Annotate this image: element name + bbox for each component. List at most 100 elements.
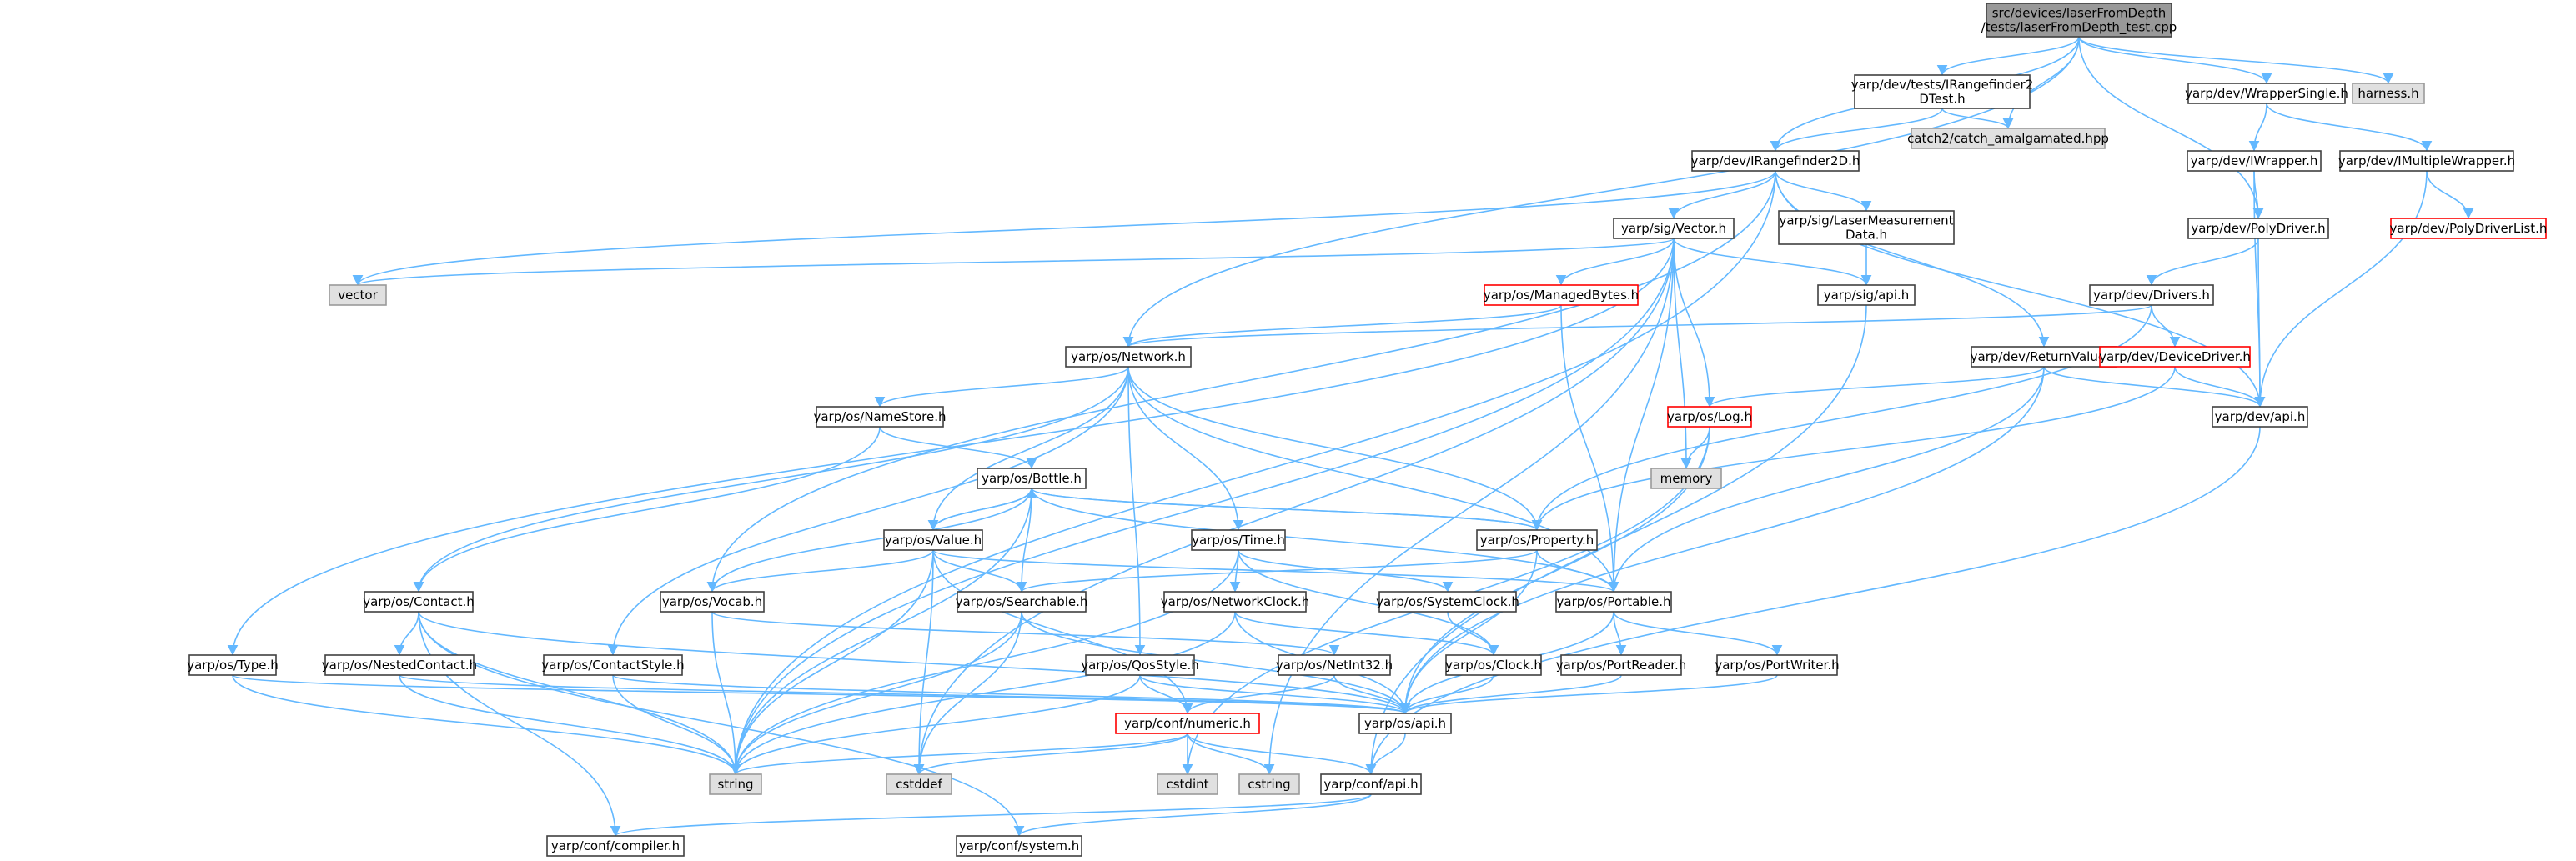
edge-managedbytes-to-portable [1560, 304, 1619, 593]
edge-contact-to-osapi [418, 611, 1411, 714]
edge-network-to-namestore [874, 366, 1129, 408]
edge-root-to-polydriver [2078, 36, 2264, 219]
node-portwriter[interactable]: yarp/os/PortWriter.h [1715, 654, 1840, 676]
node-qosstyle-label-line-0: yarp/os/QosStyle.h [1081, 658, 1199, 673]
node-network-box [1065, 346, 1192, 368]
node-returnvalue[interactable]: yarp/dev/ReturnValue.h [1971, 346, 2118, 368]
node-type-box [188, 654, 277, 676]
node-vocab[interactable]: yarp/os/Vocab.h [660, 591, 765, 613]
node-polydriver[interactable]: yarp/dev/PolyDriver.h [2187, 218, 2329, 239]
edge-network-to-time [1127, 366, 1244, 531]
edge-networkclock-to-string [730, 611, 1236, 775]
node-log[interactable]: yarp/os/Log.h [1667, 406, 1752, 428]
node-portable[interactable]: yarp/os/Portable.h [1555, 591, 1672, 613]
edge-network-to-contact [413, 366, 1129, 593]
node-searchable[interactable]: yarp/os/Searchable.h [956, 591, 1088, 613]
edge-returnvalue-to-portable [1608, 366, 2045, 593]
node-time[interactable]: yarp/os/Time.h [1191, 529, 1286, 551]
node-sigapi[interactable]: yarp/sig/api.h [1817, 284, 1916, 306]
node-netint32-label-line-0: yarp/os/NetInt32.h [1276, 658, 1393, 673]
edge-numeric-to-cstring [1187, 733, 1275, 775]
node-contact[interactable]: yarp/os/Contact.h [363, 591, 475, 613]
node-clock[interactable]: yarp/os/Clock.h [1445, 654, 1542, 676]
edge-irf2d-to-vector [352, 170, 1776, 286]
node-property-box [1476, 529, 1598, 551]
edge-returnvalue-to-osapi [1399, 366, 2045, 714]
node-string-label-line-0: string [717, 777, 753, 792]
edge-contact-to-compiler [418, 611, 621, 837]
node-vocab-box [660, 591, 765, 613]
edge-returnvalue-to-log [1704, 366, 2045, 408]
edge-bottle-to-vocab [706, 488, 1032, 593]
node-devapi[interactable]: yarp/dev/api.h [2212, 406, 2308, 428]
edge-polydriver-to-devapi [2254, 238, 2266, 408]
edge-returnvalue-to-devapi [2043, 366, 2266, 408]
node-property[interactable]: yarp/os/Property.h [1476, 529, 1598, 551]
node-system[interactable]: yarp/conf/system.h [956, 835, 1082, 857]
node-irf2d[interactable]: yarp/dev/IRangefinder2D.h [1691, 150, 1860, 172]
node-value[interactable]: yarp/os/Value.h [883, 529, 983, 551]
node-portreader[interactable]: yarp/os/PortReader.h [1556, 654, 1687, 676]
edge-qosstyle-to-string [730, 674, 1141, 775]
node-sigvector[interactable]: yarp/sig/Vector.h [1613, 218, 1735, 239]
node-namestore[interactable]: yarp/os/NameStore.h [813, 406, 947, 428]
edge-type-to-string [232, 674, 741, 775]
node-iwrapper-label-line-0: yarp/dev/IWrapper.h [2191, 153, 2318, 168]
node-root-label-line-1: /tests/laserFromDepth_test.cpp [1981, 20, 2177, 36]
edge-log-to-memory [1680, 426, 1710, 469]
node-iwrapper-box [2187, 150, 2322, 172]
edge-searchable-to-string [730, 611, 1022, 775]
node-property-label-line-0: yarp/os/Property.h [1480, 533, 1594, 548]
node-nestedcontact[interactable]: yarp/os/NestedContact.h [322, 654, 477, 676]
node-lasermeas-label-line-0: yarp/sig/LaserMeasurement [1779, 213, 1953, 228]
node-managedbytes[interactable]: yarp/os/ManagedBytes.h [1484, 284, 1639, 306]
node-managedbytes-box [1484, 284, 1639, 306]
node-networkclock-box [1163, 591, 1307, 613]
node-irf2dtest-label-line-0: yarp/dev/tests/IRangefinder2 [1851, 78, 2034, 93]
edge-numeric-to-string [730, 733, 1188, 775]
node-devicedriver[interactable]: yarp/dev/DeviceDriver.h [2099, 346, 2251, 368]
node-portreader-label-line-0: yarp/os/PortReader.h [1556, 658, 1687, 673]
node-harness: harness.h [2352, 83, 2425, 104]
node-numeric[interactable]: yarp/conf/numeric.h [1115, 713, 1260, 734]
node-confapi-label-line-0: yarp/conf/api.h [1323, 777, 1418, 792]
node-cstdint: cstdint [1157, 773, 1218, 795]
node-imultiwrap-box [2339, 150, 2514, 172]
edge-nestedcontact-to-string [399, 674, 741, 775]
node-cstddef-label-line-0: cstddef [896, 777, 942, 792]
node-compiler[interactable]: yarp/conf/compiler.h [546, 835, 685, 857]
node-imultiwrap[interactable]: yarp/dev/IMultipleWrapper.h [2338, 150, 2515, 172]
node-polydriverlist-box [2390, 218, 2547, 239]
node-lasermeas-box [1778, 210, 1955, 245]
node-systemclock[interactable]: yarp/os/SystemClock.h [1376, 591, 1519, 613]
edge-contactstyle-to-string [612, 674, 741, 775]
node-wrapsingle[interactable]: yarp/dev/WrapperSingle.h [2185, 83, 2348, 104]
node-netint32[interactable]: yarp/os/NetInt32.h [1276, 654, 1393, 676]
node-contactstyle[interactable]: yarp/os/ContactStyle.h [541, 654, 685, 676]
edge-systemclock-to-clock [1447, 611, 1499, 656]
node-bottle[interactable]: yarp/os/Bottle.h [977, 468, 1087, 489]
node-portreader-box [1560, 654, 1682, 676]
node-polydriverlist[interactable]: yarp/dev/PolyDriverList.h [2390, 218, 2548, 239]
node-devapi-label-line-0: yarp/dev/api.h [2215, 409, 2306, 424]
node-osapi[interactable]: yarp/os/api.h [1358, 713, 1452, 734]
edge-managedbytes-to-network [1122, 304, 1562, 348]
node-qosstyle[interactable]: yarp/os/QosStyle.h [1081, 654, 1199, 676]
node-network[interactable]: yarp/os/Network.h [1065, 346, 1192, 368]
node-polydriver-box [2187, 218, 2329, 239]
node-type[interactable]: yarp/os/Type.h [187, 654, 279, 676]
edge-namestore-to-bottle [879, 426, 1037, 469]
edge-property-to-bottle [1026, 488, 1538, 531]
node-confapi[interactable]: yarp/conf/api.h [1320, 773, 1422, 795]
edge-drivers-to-network [1123, 304, 2152, 348]
node-root[interactable]: src/devices/laserFromDepth/tests/laserFr… [1981, 3, 2177, 38]
node-networkclock[interactable]: yarp/os/NetworkClock.h [1161, 591, 1310, 613]
dependency-edges [227, 36, 2474, 837]
node-log-box [1667, 406, 1752, 428]
node-type-label-line-0: yarp/os/Type.h [187, 658, 279, 673]
node-time-label-line-0: yarp/os/Time.h [1192, 533, 1285, 548]
node-drivers[interactable]: yarp/dev/Drivers.h [2089, 284, 2214, 306]
node-iwrapper[interactable]: yarp/dev/IWrapper.h [2187, 150, 2322, 172]
